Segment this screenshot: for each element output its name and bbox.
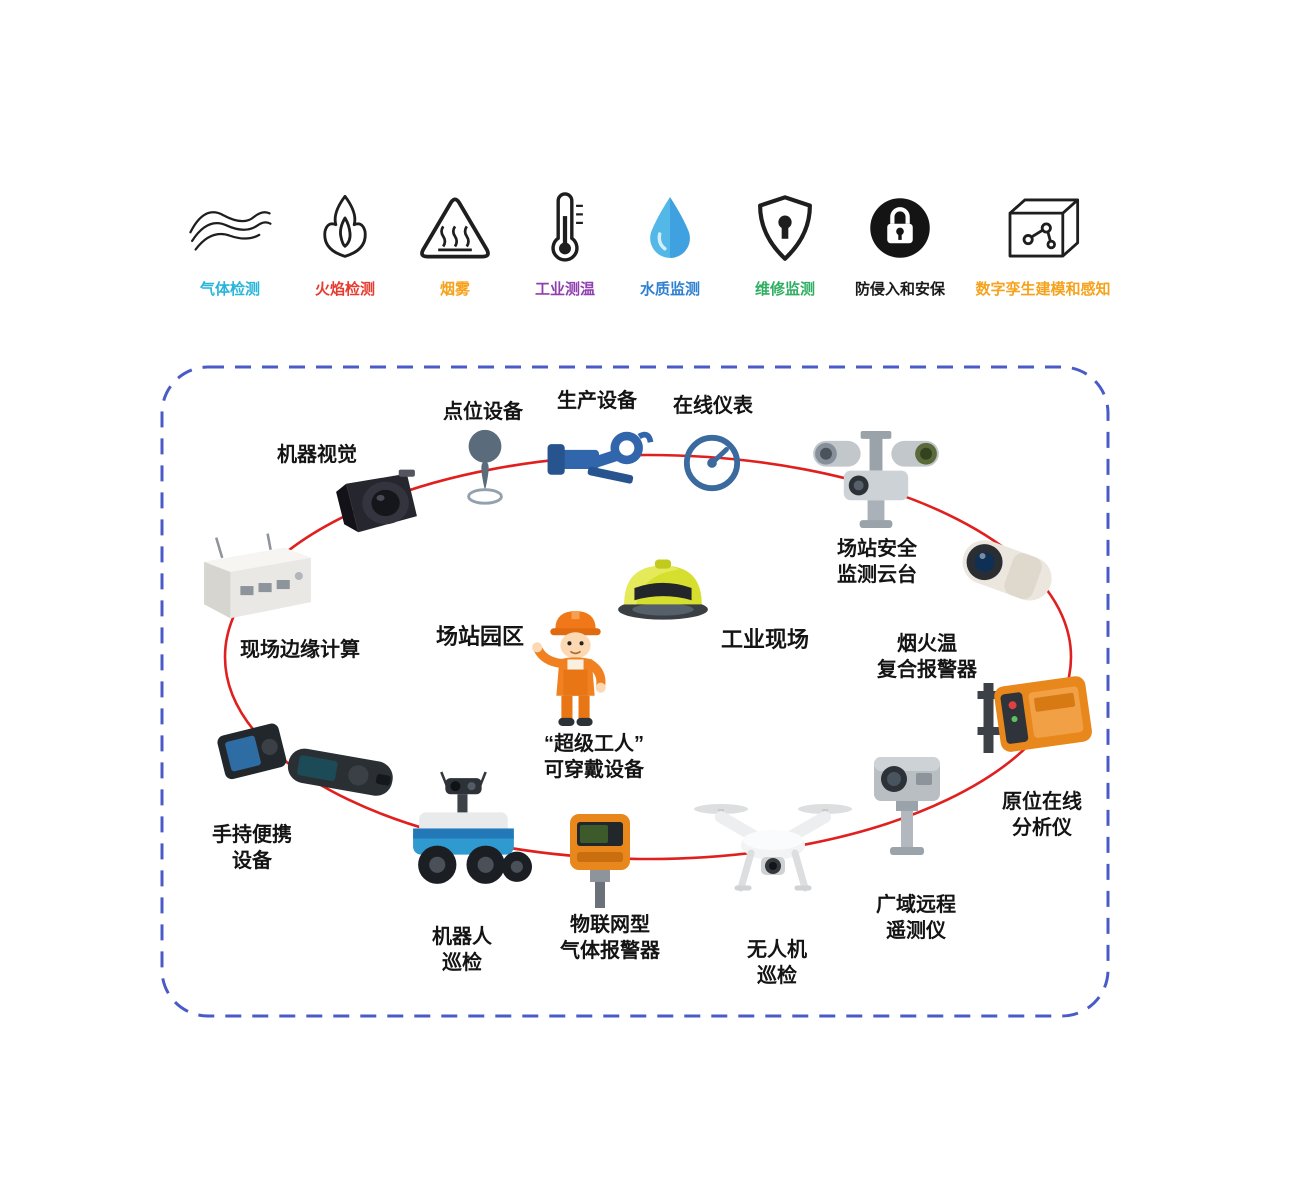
capability-water-quality: 水质监测 <box>590 188 750 299</box>
capability-label-gas: 气体检测 <box>199 281 260 298</box>
capability-label-flame: 火焰检测 <box>314 281 375 298</box>
label-super-worker-wearable: “超级工人” 可穿戴设备 <box>544 733 644 781</box>
capability-industrial-temp: 工业测温 <box>485 188 645 299</box>
capability-smoke: 烟雾 <box>375 188 535 299</box>
digital-twin-cube-icon <box>1003 188 1083 268</box>
machine-vision-camera <box>328 465 424 547</box>
capability-gas-detection: 气体检测 <box>150 188 310 299</box>
remote-telemetry-camera <box>860 750 955 862</box>
fire-smoke-temp-alarm-camera <box>948 523 1070 618</box>
connection-ellipse <box>223 453 1073 861</box>
board-frame-and-ellipse <box>160 365 1110 1018</box>
shield-keyhole-icon <box>755 188 815 268</box>
label-insitu-analyzer: 原位在线 分析仪 <box>1002 791 1082 839</box>
label-remote-telemetry: 广域远程 遥测仪 <box>876 894 956 942</box>
dashed-border <box>160 365 1110 1018</box>
capability-label-water: 水质监测 <box>639 281 700 298</box>
label-edge-computing: 现场边缘计算 <box>240 639 360 661</box>
handheld-devices <box>198 710 396 812</box>
thermometer-icon <box>542 188 588 268</box>
capability-digital-twin: 数字孪生建模和感知 <box>943 188 1143 299</box>
label-drone-patrol: 无人机 巡检 <box>747 939 807 987</box>
robot-arm-icon <box>545 427 655 489</box>
capability-label-smoke: 烟雾 <box>439 281 470 298</box>
label-online-instrument: 在线仪表 <box>673 395 753 417</box>
diagram-board: 机器视觉 点位设备 生产设备 <box>160 365 1110 1018</box>
capability-label-security: 防侵入和安保 <box>854 281 945 298</box>
capability-label-maintenance: 维修监测 <box>754 281 815 298</box>
capability-flame-detection: 火焰检测 <box>265 188 425 299</box>
label-machine-vision: 机器视觉 <box>277 444 357 466</box>
water-drop-icon <box>645 188 695 268</box>
capability-security: 防侵入和安保 <box>820 188 980 299</box>
gas-waves-icon <box>187 188 273 268</box>
capability-label-digital-twin: 数字孪生建模和感知 <box>975 281 1111 298</box>
label-iot-gas-alarm: 物联网型 气体报警器 <box>560 914 660 962</box>
label-station-park: 场站园区 <box>435 624 524 649</box>
label-robot-patrol: 机器人 巡检 <box>432 926 492 974</box>
label-station-ptz: 场站安全 监测云台 <box>837 538 917 586</box>
label-handheld-device: 手持便携 设备 <box>212 824 292 872</box>
smart-helmet-device <box>612 551 714 623</box>
label-industrial-site: 工业现场 <box>720 627 809 652</box>
insitu-analyzer-device <box>972 665 1100 765</box>
label-fire-smoke-temp-alarm: 烟火温 复合报警器 <box>877 633 977 681</box>
smoke-warning-triangle-icon <box>418 188 492 268</box>
lock-circle-icon <box>866 188 934 268</box>
edge-computing-box <box>192 533 318 625</box>
capability-label-temp: 工业测温 <box>534 281 595 298</box>
label-point-device: 点位设备 <box>443 401 523 423</box>
gauge-icon <box>682 433 742 493</box>
super-worker-cartoon <box>528 603 624 729</box>
drone-device <box>692 793 854 908</box>
flame-icon <box>314 188 376 268</box>
iot-gas-alarm-device <box>560 810 640 910</box>
location-pin-icon <box>456 427 514 509</box>
capability-maintenance: 维修监测 <box>705 188 865 299</box>
inspection-robot-device <box>398 770 536 896</box>
station-ptz-camera <box>808 427 944 531</box>
label-production-equipment: 生产设备 <box>557 390 637 412</box>
